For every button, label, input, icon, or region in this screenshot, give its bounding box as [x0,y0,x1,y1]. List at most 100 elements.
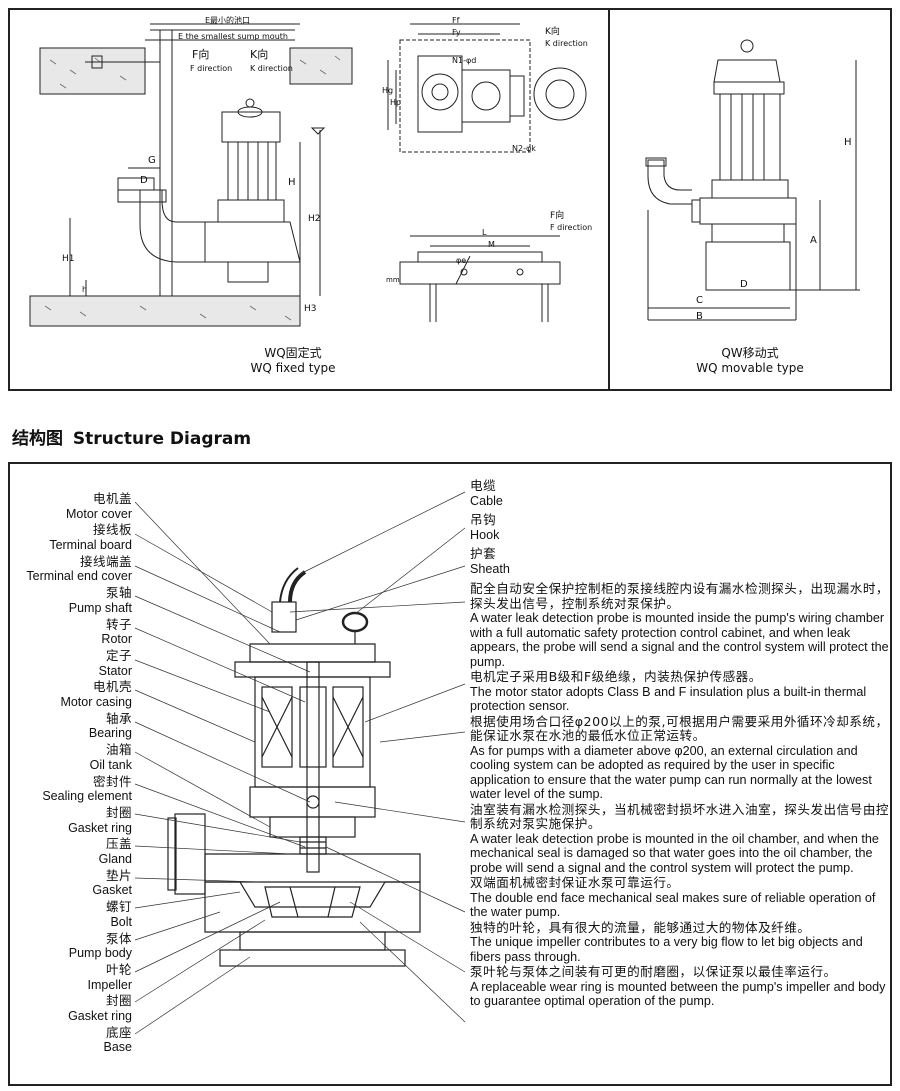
section-title: 结构图 Structure Diagram [12,424,251,449]
feature-en: The double end face mechanical seal make… [470,890,876,920]
part-label-en: Rotor [101,632,132,647]
top-diagram-frame [8,8,892,391]
feature-en: The unique impeller contributes to a ver… [470,935,863,964]
part-label-cn: 压盖 [105,836,132,852]
f-dir-cn: F向 [192,48,210,61]
part-label-en: Gasket ring [68,820,132,835]
part-label-cn: 轴承 [105,710,132,726]
f-dir-en: F direction [190,64,233,73]
part-label-en: Terminal board [49,537,132,552]
mov-dim-c: C [696,295,703,306]
feature-item: 油室装有漏水检测探头，当机械密封损坏水进入油室，探头发出信号由控制系统对泵实施保… [470,802,890,876]
feature-item: 泵叶轮与泵体之间装有可更的耐磨圈，以保证泵以最佳率运行。A replaceabl… [470,964,890,1009]
part-label-cn: 底座 [105,1024,132,1040]
part-label-cn: 泵体 [105,930,132,946]
part-label-cn: 密封件 [92,773,132,789]
part-label-en: Motor casing [60,694,132,709]
feature-item: 电机定子采用B级和F级绝缘，内装热保护传感器。The motor stator … [470,669,890,714]
k-dir-cn-mid: K向 [545,27,560,37]
feature-en: A replaceable wear ring is mounted betwe… [470,979,886,1009]
f-dir-en-mid: F direction [550,223,593,232]
part-label-en: Sealing element [42,789,132,804]
part-label-en: Pump shaft [68,600,132,615]
feature-cn: 双端面机械密封保证水泵可靠运行。 [470,875,680,890]
part-label-cn: 电机壳 [92,679,132,695]
mov-dim-a: A [810,235,817,246]
k-dir-cn: K向 [250,48,269,61]
fixed-type-drawing [29,23,353,327]
part-label-cn: 接线端盖 [79,553,132,569]
right-parts: 电缆 Cable 吊钩 Hook 护套 Sheath [470,478,890,576]
fixed-caption: WQ固定式 WQ fixed type [218,346,368,376]
part-label-en: Motor cover [66,506,132,521]
f-dir-cn-mid: F向 [550,211,565,221]
part-label-cn: 转子 [105,616,132,632]
part-label-cn: 油箱 [105,742,132,758]
dim-hp: Hp [390,98,402,107]
part-label-en: Oil tank [89,757,132,772]
right-part-cable: 电缆 Cable [470,478,503,508]
k-dir-en: K direction [250,64,293,73]
part-label-en: Pump body [68,946,132,961]
right-part-hook: 吊钩 Hook [470,512,500,542]
e-label-en: E the smallest sump mouth [178,32,288,41]
section-title-cn: 结构图 [12,429,63,449]
part-label-en: Gasket ring [68,1008,132,1023]
part-label-en: Base [103,1040,133,1055]
movable-caption-cn: QW移动式 [721,346,779,360]
feature-item: 配全自动安全保护控制柜的泵接线腔内设有漏水检测探头，出现漏水时，探头发出信号，控… [470,581,890,669]
part-label-en: Bearing [88,726,132,741]
dimension-drawings [29,23,860,327]
part-label-en: Bolt [110,914,132,929]
structure-drawing [134,491,466,1035]
dim-g: G [148,155,156,166]
dim-hg: Hg [382,86,394,95]
feature-list: 配全自动安全保护控制柜的泵接线腔内设有漏水检测探头，出现漏水时，探头发出信号，控… [470,581,890,1010]
dim-l: L [482,228,487,237]
feature-en: As for pumps with a diameter above φ200,… [470,743,872,802]
mov-dim-d: D [740,279,748,290]
k-dir-en-mid: K direction [545,39,588,48]
feature-item: 根据使用场合口径φ200以上的泵,可根据用户需要采用外循环冷却系统，能保证水泵在… [470,713,890,802]
dim-n1: N1-φd [452,56,477,65]
part-label-en: Impeller [87,977,132,992]
dim-mm: mm [386,276,400,284]
fixed-caption-cn: WQ固定式 [264,346,322,360]
feature-en: The motor stator adopts Class B and F in… [470,684,867,714]
dim-m: M [488,240,495,249]
feature-cn: 电机定子采用B级和F级绝缘，内装热保护传感器。 [470,669,762,684]
dim-d: D [140,175,148,186]
part-label-cn: 封圈 [105,805,132,820]
e-label-cn: E最小的池口 [205,16,251,25]
feature-item: 双端面机械密封保证水泵可靠运行。The double end face mech… [470,875,890,920]
part-label-cn: 封圈 [105,993,132,1009]
part-label-cn: 叶轮 [105,962,132,977]
right-part-sheath: 护套 Sheath [470,546,510,576]
section-title-en: Structure Diagram [72,429,252,449]
plan-view-drawing [387,23,587,322]
part-label-cn: 垫片 [105,867,132,883]
dim-h2: H2 [308,214,321,224]
feature-cn: 根据使用场合口径φ200以上的泵,可根据用户需要采用外循环冷却系统，能保证水泵在… [470,713,889,743]
mov-dim-b: B [696,311,703,322]
dim-h-small: h [82,285,88,294]
dim-h1: H1 [62,254,75,264]
movable-type-drawing [645,39,860,321]
dim-phi-e: φe [456,256,467,265]
